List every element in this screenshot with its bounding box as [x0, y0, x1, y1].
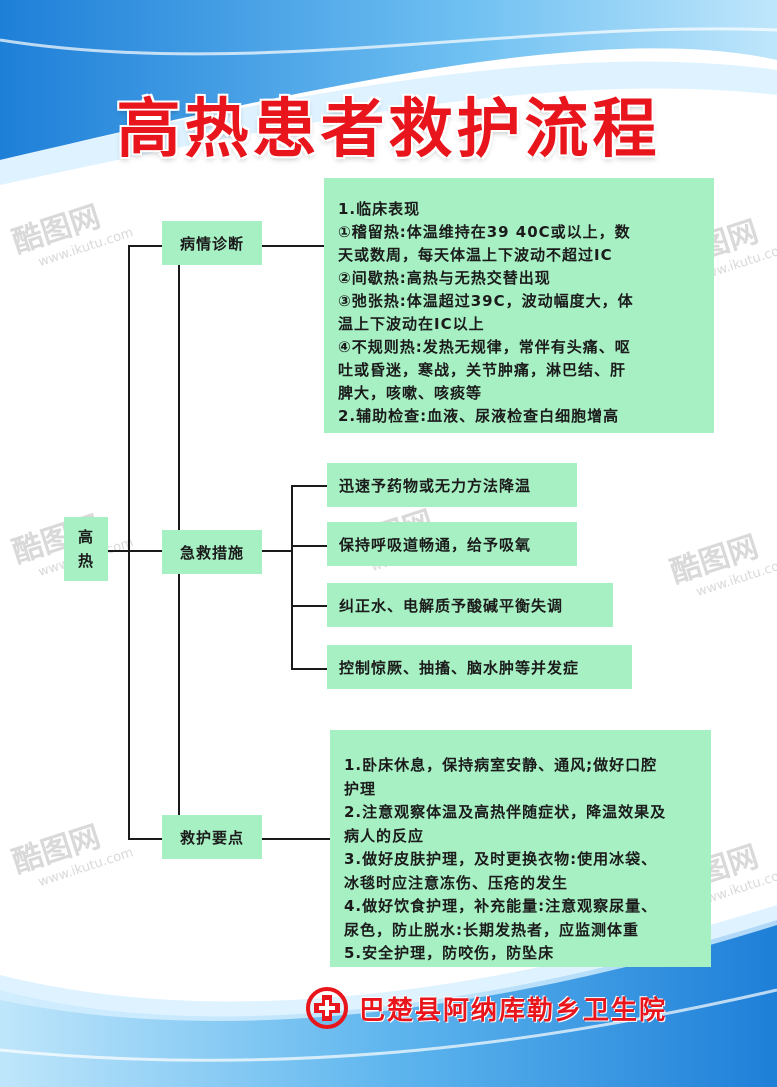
measure-label: 纠正水、电解质予酸碱平衡失调 — [339, 596, 564, 615]
care-details-box: 1.卧床休息，保持病室安静、通风;做好口腔 护理 2.注意观察体温及高热伴随症状… — [330, 730, 711, 967]
detail-line: ②间歇热:高热与无热交替出现 — [338, 269, 551, 287]
detail-line: 2.注意观察体温及高热伴随症状，降温效果及 — [344, 803, 667, 821]
connector-care-details — [262, 838, 330, 840]
detail-line: 脾大，咳嗽、咳痰等 — [338, 384, 483, 402]
detail-line: ④不规则热:发热无规律，常伴有头痛、呕 — [338, 338, 631, 356]
red-cross-icon — [306, 987, 348, 1029]
connector-emergency-out — [262, 550, 292, 552]
detail-line: 天或数周，每天体温上下波动不超过IC — [338, 246, 613, 264]
connector-measure-4 — [291, 668, 327, 670]
detail-line: 病人的反应 — [344, 826, 425, 845]
branch-label-emergency: 急救措施 — [179, 543, 244, 562]
detail-line: 3.做好皮肤护理，及时更换衣物:使用冰袋、 — [344, 850, 658, 868]
connector-measures-trunk — [291, 485, 293, 670]
connector-trunk-diagnosis — [128, 245, 162, 247]
page-title: 高热患者救护流程 — [116, 93, 661, 167]
connector-measure-1 — [291, 485, 327, 487]
branch-node-diagnosis: 病情诊断 — [162, 221, 262, 265]
connector-measure-2 — [291, 545, 327, 547]
detail-line: 护理 — [344, 779, 377, 798]
branch-node-care: 救护要点 — [162, 815, 262, 859]
detail-line: 尿色，防止脱水:长期发热者，应监测体重 — [344, 920, 640, 939]
measure-box-1: 迅速予药物或无力方法降温 — [327, 463, 577, 507]
measure-label: 迅速予药物或无力方法降温 — [339, 476, 532, 495]
measure-box-3: 纠正水、电解质予酸碱平衡失调 — [327, 583, 613, 627]
detail-line: 温上下波动在IC以上 — [338, 315, 485, 333]
hospital-name: 巴楚县阿纳库勒乡卫生院 — [359, 995, 668, 1026]
detail-line: 4.做好饮食护理，补充能量:注意观察尿量、 — [344, 897, 658, 915]
branch-label-care: 救护要点 — [179, 828, 244, 847]
detail-line: 冰毯时应注意冻伤、压疮的发生 — [344, 873, 569, 892]
detail-line: ③弛张热:体温超过39C，波动幅度大，体 — [338, 292, 634, 310]
connector-root-trunk — [128, 245, 130, 840]
connector-trunk-care — [128, 838, 162, 840]
root-node-label: 高热 — [77, 528, 94, 570]
measure-label: 保持呼吸道畅通，给予吸氧 — [339, 535, 532, 554]
detail-line: 5.安全护理，防咬伤，防坠床 — [344, 944, 555, 962]
detail-line: 1.卧床休息，保持病室安静、通风;做好口腔 — [344, 756, 658, 774]
measure-box-2: 保持呼吸道畅通，给予吸氧 — [327, 522, 577, 566]
diagnosis-details-box: 1.临床表现 ①稽留热:体温维持在39 40C或以上，数 天或数周，每天体温上下… — [324, 178, 714, 433]
connector-trunk-emergency — [108, 550, 162, 552]
detail-line: 吐或昏迷，寒战，关节肿痛，淋巴结、肝 — [338, 361, 627, 379]
detail-line: ①稽留热:体温维持在39 40C或以上，数 — [338, 223, 631, 241]
connector-measure-3 — [291, 605, 327, 607]
detail-line: 1.临床表现 — [338, 200, 421, 218]
detail-line: 2.辅助检查:血液、尿液检查白细胞增高 — [338, 407, 620, 425]
measure-box-4: 控制惊厥、抽搐、脑水肿等并发症 — [327, 645, 632, 689]
connector-diagnosis-details — [262, 245, 324, 247]
hospital-footer: 巴楚县阿纳库勒乡卫生院 — [305, 986, 667, 1030]
root-node-fever: 高热 — [64, 517, 108, 581]
branch-node-emergency: 急救措施 — [162, 530, 262, 574]
measure-label: 控制惊厥、抽搐、脑水肿等并发症 — [339, 658, 580, 677]
branch-label-diagnosis: 病情诊断 — [179, 234, 244, 253]
